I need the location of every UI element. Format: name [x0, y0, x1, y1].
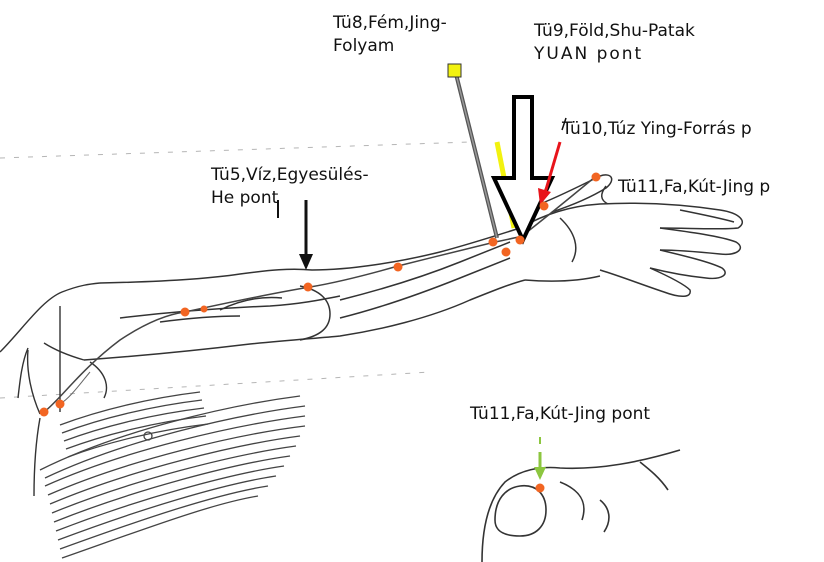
acupoint: [502, 248, 511, 257]
red-arrow-icon: [538, 142, 560, 205]
acupoint: [540, 202, 549, 211]
acupoint: [304, 283, 313, 292]
label-line: Folyam: [333, 35, 447, 58]
label-line: YUAN pont: [534, 43, 695, 66]
label-line: He pont: [211, 187, 369, 210]
acupoint: [489, 238, 498, 247]
label-tu11-thumb-point: Tü11,Fa,Kút-Jing pont: [470, 403, 650, 426]
acupoint: [181, 308, 190, 317]
label-line: Tü11,Fa,Kút-Jing p: [618, 176, 770, 199]
label-line: Tü5,Víz,Egyesülés-: [211, 164, 369, 187]
acupuncture-needle-icon: [448, 64, 497, 238]
thumb-inset: [482, 450, 680, 562]
label-tu11-wood-jing-well: Tü11,Fa,Kút-Jing p: [618, 176, 770, 199]
acupoint: [40, 408, 49, 417]
black-arrow-icon: [299, 200, 313, 270]
label-line: Tü9,Föld,Shu-Patak: [534, 20, 695, 43]
acupoint: [516, 236, 525, 245]
label-line: Tü11,Fa,Kút-Jing pont: [470, 403, 650, 426]
acupoint: [201, 306, 208, 313]
label-line: Tü8,Fém,Jing-: [333, 12, 447, 35]
label-tu5-water-he-sea: Tü5,Víz,Egyesülés- He pont: [211, 164, 369, 210]
label-tu9-earth-shu-stream: Tü9,Föld,Shu-Patak YUAN pont: [534, 20, 695, 66]
acupoint: [592, 173, 601, 182]
acupoint: [394, 263, 403, 272]
label-tu8-metal-jing-river: Tü8,Fém,Jing- Folyam: [333, 12, 447, 58]
label-line: Tü10,Túz Ying-Forrás p: [562, 118, 752, 141]
label-tu10-fire-ying-spring: Tü10,Túz Ying-Forrás p: [562, 118, 752, 141]
acupoint: [536, 484, 545, 493]
acupoint: [56, 400, 65, 409]
green-arrow-icon: [534, 437, 546, 480]
ribcage: [40, 392, 305, 558]
